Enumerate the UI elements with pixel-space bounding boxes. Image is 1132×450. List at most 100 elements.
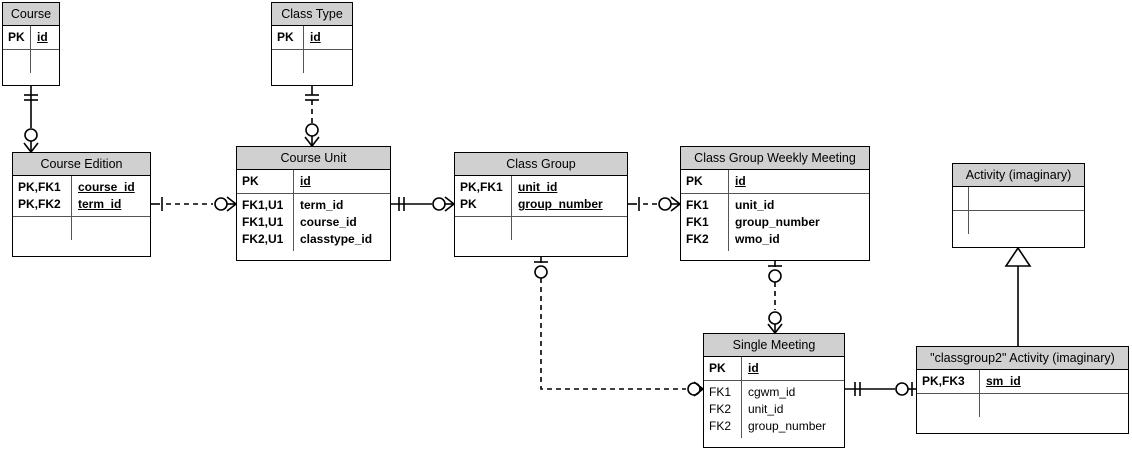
key-column: PK bbox=[237, 170, 294, 193]
attribute-label: id bbox=[310, 30, 321, 44]
key-label: PK bbox=[277, 30, 294, 44]
attribute-column bbox=[72, 217, 150, 240]
attribute-label: id bbox=[748, 361, 759, 375]
attribute-label: group_number bbox=[748, 419, 827, 433]
entity-title: Course Unit bbox=[237, 147, 390, 170]
key-column bbox=[953, 211, 969, 234]
key-label: FK2 bbox=[686, 232, 709, 246]
attribute-column: id bbox=[742, 357, 844, 380]
key-label: PK bbox=[709, 361, 726, 375]
attribute-label bbox=[310, 53, 347, 70]
key-column: PK bbox=[681, 170, 729, 193]
key-column: PK,FK3 bbox=[917, 370, 980, 393]
entity-title: Class Type bbox=[272, 3, 352, 26]
attribute-label: classtype_id bbox=[300, 232, 373, 246]
key-column bbox=[455, 217, 512, 240]
key-label bbox=[922, 397, 974, 414]
relationship-classtype-to-courseunit[interactable] bbox=[304, 86, 320, 147]
attribute-section: PK id bbox=[272, 26, 352, 49]
key-label: PK bbox=[8, 30, 25, 44]
key-column bbox=[917, 394, 980, 417]
attribute-column bbox=[969, 187, 1084, 210]
key-label bbox=[277, 53, 298, 70]
attribute-section: PK id bbox=[681, 170, 869, 193]
entity-title: Course Edition bbox=[13, 153, 150, 176]
key-label bbox=[958, 190, 963, 207]
relationship-singlemeeting-to-classgroup2[interactable] bbox=[845, 382, 916, 396]
relationship-courseunit-to-classgroup[interactable] bbox=[391, 196, 455, 212]
key-column: PK bbox=[3, 26, 31, 49]
key-column bbox=[953, 187, 969, 210]
attribute-section: PK id bbox=[237, 170, 390, 193]
attribute-label bbox=[975, 190, 1079, 207]
attribute-label: unit_id bbox=[748, 402, 784, 416]
attribute-column bbox=[980, 394, 1128, 417]
attribute-label: id bbox=[300, 174, 311, 188]
attribute-label: sm_id bbox=[986, 374, 1021, 388]
key-label: PK,FK3 bbox=[922, 374, 965, 388]
attribute-column: id bbox=[729, 170, 869, 193]
attribute-column: id bbox=[304, 26, 352, 49]
entity-title: Course bbox=[3, 3, 59, 26]
attribute-label: wmo_id bbox=[735, 232, 780, 246]
relationship-classgroup-to-cgwm[interactable] bbox=[628, 196, 681, 212]
attribute-column bbox=[31, 50, 59, 73]
key-label: FK1,U1 bbox=[242, 198, 284, 212]
entity-title: Class Group bbox=[455, 153, 627, 176]
key-label bbox=[18, 220, 66, 237]
attribute-section bbox=[13, 216, 150, 240]
key-column: PK bbox=[704, 357, 742, 380]
relationship-classgroup-to-singlemeeting[interactable] bbox=[534, 257, 704, 397]
attribute-section bbox=[953, 210, 1084, 234]
key-label: PK,FK2 bbox=[18, 197, 61, 211]
attribute-label: group_number bbox=[735, 215, 820, 229]
attribute-column: id bbox=[294, 170, 390, 193]
key-label: PK,FK1 bbox=[18, 180, 61, 194]
key-column bbox=[13, 217, 72, 240]
key-label: FK1 bbox=[686, 215, 709, 229]
entity-classgroup2-activity-imaginary[interactable]: "classgroup2" Activity (imaginary)PK,FK3… bbox=[916, 346, 1129, 434]
attribute-section bbox=[272, 49, 352, 73]
attribute-label bbox=[78, 220, 145, 237]
key-label bbox=[958, 214, 963, 231]
key-label bbox=[8, 53, 25, 70]
relationship-course-to-course-edition[interactable] bbox=[23, 86, 39, 153]
attribute-section: PK id bbox=[3, 26, 59, 49]
attribute-column bbox=[512, 217, 627, 240]
entity-title: Activity (imaginary) bbox=[953, 164, 1084, 187]
attribute-column: id bbox=[31, 26, 59, 49]
key-label: FK1,U1 bbox=[242, 215, 284, 229]
attribute-section bbox=[3, 49, 59, 73]
relationship-cgwm-to-singlemeeting[interactable] bbox=[767, 261, 783, 334]
relationship-courseedition-to-courseunit[interactable] bbox=[151, 196, 237, 212]
attribute-label bbox=[986, 397, 1123, 414]
key-label: FK1 bbox=[686, 198, 709, 212]
key-column bbox=[272, 50, 304, 73]
entity-title: Single Meeting bbox=[704, 334, 844, 357]
key-label: FK2 bbox=[709, 402, 732, 416]
key-label: PK bbox=[686, 174, 703, 188]
attribute-label: group_number bbox=[518, 197, 603, 211]
attribute-label bbox=[37, 53, 54, 70]
entity-activity-imaginary[interactable]: Activity (imaginary) bbox=[952, 163, 1085, 248]
attribute-section bbox=[953, 187, 1084, 210]
relationship-classgroup2-inherits-activity[interactable] bbox=[1004, 246, 1032, 346]
